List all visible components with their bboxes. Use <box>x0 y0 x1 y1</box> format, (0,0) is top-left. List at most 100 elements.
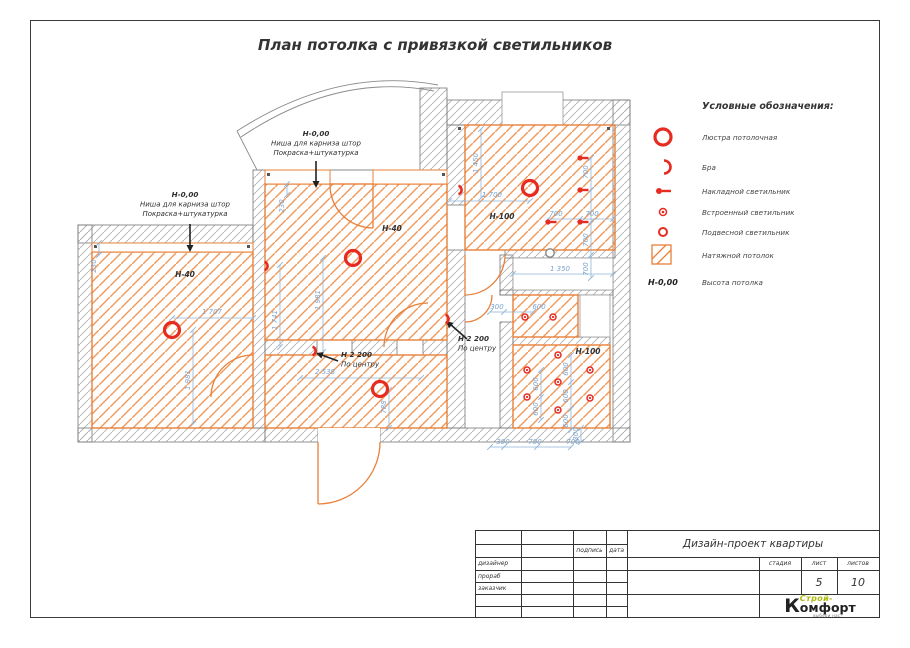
dimension-label: 700 <box>566 438 580 446</box>
dimension-label: 600 <box>532 402 540 416</box>
height-mark-symbol: Н-0,00 <box>648 278 678 287</box>
dimension-label: 600 <box>562 414 570 428</box>
stretch-ceiling-icon <box>648 243 702 267</box>
dimension-label: 700 <box>549 210 563 218</box>
pendant-light-symbol <box>545 248 555 258</box>
recessed-light-symbol <box>586 366 594 374</box>
logo-tagline: выбери нас! <box>813 613 843 619</box>
recessed-light-symbol <box>554 406 562 414</box>
legend-item-ceiling-height: Н-0,00 Высота потолка <box>648 278 873 287</box>
surface-light-icon <box>648 183 702 199</box>
dimension-label: 600 <box>532 377 540 391</box>
surface-light-symbol <box>545 219 557 225</box>
sheet-header: лист <box>811 560 827 567</box>
legend-item-stretch-ceiling: Натяжной потолок <box>648 243 873 267</box>
date-column-header: дата <box>609 547 624 554</box>
niche-corner-marks <box>94 127 610 248</box>
legend-item-recessed-light: Встроенный светильник <box>648 204 873 220</box>
dimension-label: 700 <box>585 210 599 218</box>
recessed-light-symbol <box>521 313 529 321</box>
dimension-label: 700 <box>582 233 590 247</box>
surface-light-symbol <box>577 187 589 193</box>
ceiling-rooms-layer <box>91 124 616 429</box>
row-label-foreman: прораб <box>478 572 501 580</box>
room-bottom-right <box>512 344 611 429</box>
dimension-label: 1 981 <box>184 370 192 390</box>
legend-label: Встроенный светильник <box>702 207 795 217</box>
logo-line2: омфорт <box>799 599 856 615</box>
project-title: Дизайн-проект квартиры <box>682 538 824 550</box>
dimension-label: 600 <box>532 303 546 311</box>
sconce-symbol <box>311 345 317 357</box>
sheets-header: листов <box>847 560 869 567</box>
signature-column-header: подпись <box>576 547 603 554</box>
dimension-label: 1 350 <box>550 265 571 273</box>
company-logo: К Строй- омфорт выбери нас! <box>759 594 881 619</box>
recessed-light-symbol <box>523 393 531 401</box>
sheet-frame <box>30 20 880 618</box>
pendant-light-icon <box>648 224 702 240</box>
dimension-label: 700 <box>582 165 590 179</box>
dimension-label: 1 981 <box>314 290 322 310</box>
recessed-light-symbol <box>554 351 562 359</box>
recessed-light-symbol <box>523 366 531 374</box>
room-left <box>91 251 254 429</box>
recessed-light-symbol <box>554 378 562 386</box>
legend-label: Бра <box>702 162 716 172</box>
legend-item-chandelier: Люстра потолочная <box>648 124 873 150</box>
dimension-label: 300 <box>496 438 510 446</box>
annotation-arrows-layer <box>186 161 468 362</box>
chandelier-symbol <box>520 178 540 198</box>
row-label-client: заказчик <box>478 584 507 592</box>
sconce-symbol <box>457 184 463 196</box>
recessed-light-icon <box>648 204 702 220</box>
legend-item-surface-light: Накладной светильник <box>648 183 873 199</box>
dimension-label: 1 700 <box>482 191 503 199</box>
dimension-lines-layer <box>95 125 617 451</box>
dimension-label: 600 <box>562 362 570 376</box>
dimension-label: 700 <box>528 438 542 446</box>
light-symbols-layer <box>162 155 594 414</box>
entrance-opening <box>318 428 380 442</box>
sconce-symbol <box>444 313 450 325</box>
dimension-label: 1 707 <box>202 308 223 316</box>
surface-light-symbol <box>577 219 589 225</box>
surface-light-symbol <box>577 155 589 161</box>
chandelier-symbol <box>162 320 182 340</box>
row-label-designer: дизайнер <box>478 560 509 567</box>
page-title: План потолка с привязкой светильников <box>257 36 613 54</box>
window-opening <box>501 91 564 126</box>
stage-header: стадия <box>768 560 792 567</box>
room-height-label: Н-40 <box>175 270 195 279</box>
dimension-label: 1 450 <box>472 152 480 173</box>
sconce-icon <box>648 156 702 178</box>
dimension-label: 788 <box>380 400 388 414</box>
recessed-light-symbol <box>549 313 557 321</box>
dimension-label: 600 <box>562 389 570 403</box>
chandelier-icon <box>648 124 702 150</box>
dimension-label: 230 <box>90 259 98 273</box>
room-height-label: Н-100 <box>575 347 600 356</box>
sheets-total: 10 <box>851 575 865 589</box>
recessed-light-symbol <box>586 394 594 402</box>
room-hall <box>264 354 448 429</box>
room-height-label: Н-40 <box>382 224 402 233</box>
dimension-label: 2 538 <box>315 368 336 376</box>
legend-label: Подвесной светильник <box>702 227 790 237</box>
dimension-label: 300 <box>572 427 580 441</box>
legend-item-pendant-light: Подвесной светильник <box>648 224 873 240</box>
sconce-symbol <box>263 260 269 272</box>
legend-label: Накладной светильник <box>702 186 791 196</box>
legend-header: Условные обозначения: <box>702 101 834 112</box>
dimension-label: 300 <box>490 303 504 311</box>
door-swings-layer <box>210 183 506 505</box>
chandelier-symbol <box>370 379 390 399</box>
chandelier-symbol <box>343 248 363 268</box>
room-height-label: Н-100 <box>489 212 514 221</box>
dimension-label: 1 741 <box>271 310 279 330</box>
